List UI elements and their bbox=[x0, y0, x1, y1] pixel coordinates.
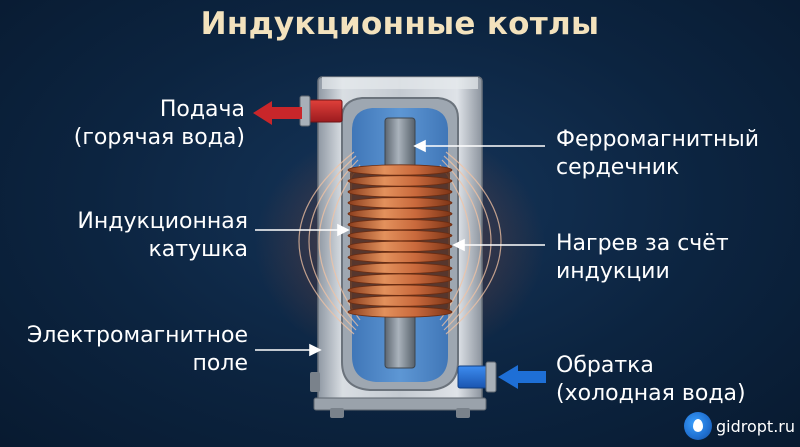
coil-turn bbox=[347, 262, 453, 274]
coil-turn bbox=[347, 240, 453, 253]
return-label: Обратка (холодная вода) bbox=[556, 352, 786, 408]
site-logo: gidropt.ru bbox=[684, 411, 795, 441]
coil-turn bbox=[347, 186, 453, 198]
coil-turn bbox=[347, 251, 453, 263]
coil-turn bbox=[347, 208, 453, 220]
core-label-line1: Ферромагнитный bbox=[556, 127, 760, 152]
coil-turn bbox=[347, 284, 453, 296]
supply-label-line1: Подача bbox=[159, 97, 245, 122]
return-pipe bbox=[457, 361, 497, 393]
coil-turn bbox=[347, 273, 453, 285]
core-label: Ферромагнитный сердечник bbox=[556, 126, 786, 182]
coil-label-line2: катушка bbox=[148, 237, 248, 262]
return-label-line1: Обратка bbox=[556, 353, 654, 378]
heating-label-line1: Нагрев за счёт bbox=[556, 231, 729, 256]
field-lines bbox=[298, 151, 502, 335]
return-label-line2: (холодная вода) bbox=[556, 381, 746, 406]
field-label-line2: поле bbox=[192, 351, 248, 376]
heating-label-line2: индукции bbox=[556, 259, 670, 284]
coil-turn bbox=[347, 229, 453, 242]
heating-label: Нагрев за счёт индукции bbox=[556, 230, 786, 286]
cold-water-arrow bbox=[498, 365, 546, 389]
coil-turn bbox=[347, 295, 453, 307]
coil-turn bbox=[347, 219, 453, 231]
diagram-title: Индукционные котлы bbox=[200, 6, 600, 42]
supply-pipe bbox=[299, 95, 343, 127]
induction-coil bbox=[347, 164, 453, 318]
field-label-line1: Электромагнитное bbox=[27, 323, 248, 348]
drop-icon bbox=[684, 412, 712, 440]
coil-turn bbox=[347, 175, 453, 187]
supply-label-line2: (горячая вода) bbox=[73, 125, 245, 150]
core-label-line2: сердечник bbox=[556, 155, 680, 180]
coil-turn bbox=[347, 306, 453, 318]
side-flange bbox=[310, 372, 320, 392]
supply-label: Подача (горячая вода) bbox=[60, 96, 245, 152]
coil-label: Индукционная катушка bbox=[40, 208, 248, 264]
coil-turn bbox=[347, 197, 453, 209]
logo-text: gidropt.ru bbox=[716, 416, 796, 436]
coil-label-line1: Индукционная bbox=[77, 209, 248, 234]
coil-turn bbox=[347, 164, 453, 176]
pointer-lines bbox=[255, 139, 545, 357]
field-label: Электромагнитное поле bbox=[10, 322, 248, 378]
hot-water-arrow bbox=[253, 101, 302, 125]
